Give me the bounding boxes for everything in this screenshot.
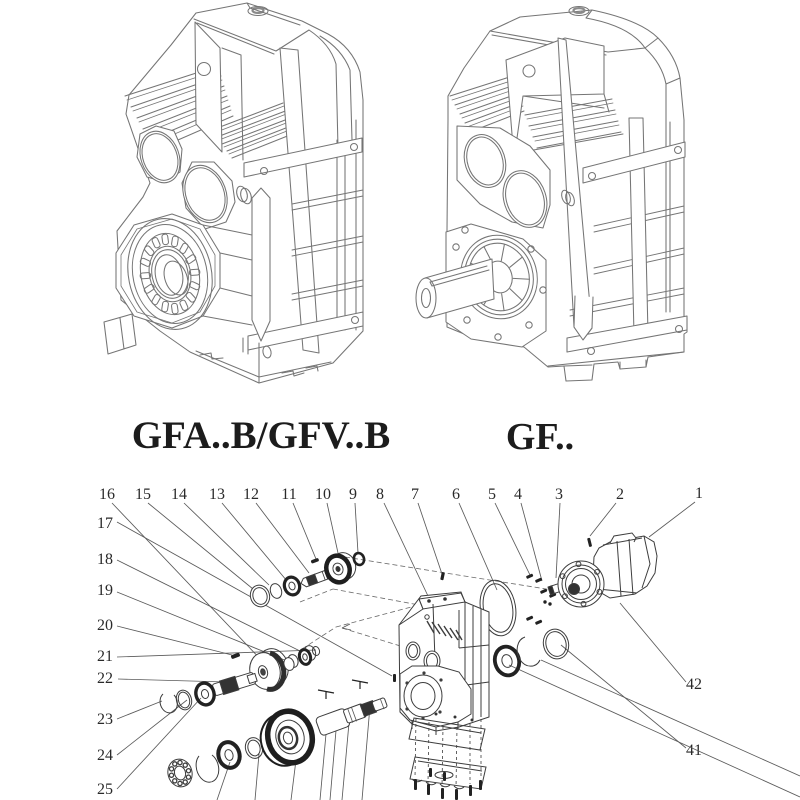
svg-text:3: 3 (555, 486, 563, 503)
svg-text:6: 6 (452, 486, 460, 503)
svg-text:5: 5 (488, 486, 496, 503)
svg-text:11: 11 (281, 486, 296, 503)
svg-text:1: 1 (695, 485, 703, 502)
svg-text:8: 8 (376, 486, 384, 503)
svg-text:GF..: GF.. (506, 416, 574, 458)
svg-text:14: 14 (171, 486, 187, 503)
svg-text:13: 13 (209, 486, 225, 503)
svg-text:21: 21 (97, 648, 113, 665)
svg-text:41: 41 (686, 742, 702, 759)
svg-text:25: 25 (97, 781, 113, 798)
svg-text:12: 12 (243, 486, 259, 503)
svg-text:20: 20 (97, 617, 113, 634)
svg-text:2: 2 (616, 486, 624, 503)
svg-text:24: 24 (97, 747, 113, 764)
svg-text:23: 23 (97, 711, 113, 728)
svg-text:16: 16 (99, 486, 115, 503)
svg-text:7: 7 (411, 486, 419, 503)
svg-text:4: 4 (514, 486, 522, 503)
svg-text:17: 17 (97, 515, 113, 532)
svg-text:15: 15 (135, 486, 151, 503)
svg-text:18: 18 (97, 551, 113, 568)
svg-text:10: 10 (315, 486, 331, 503)
svg-text:22: 22 (97, 670, 113, 687)
svg-text:42: 42 (686, 676, 702, 693)
svg-text:GFA..B/GFV..B: GFA..B/GFV..B (132, 414, 391, 457)
svg-text:19: 19 (97, 582, 113, 599)
svg-text:9: 9 (349, 486, 357, 503)
